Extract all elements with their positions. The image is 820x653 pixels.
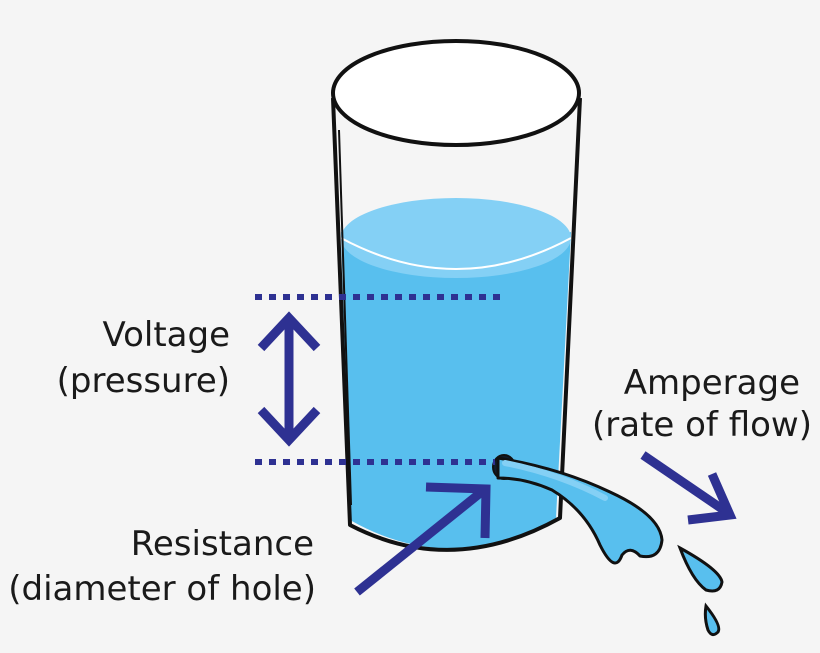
voltage-label: Voltage bbox=[102, 315, 230, 355]
voltage-double-arrow bbox=[257, 311, 321, 447]
resistance-label: Resistance bbox=[131, 524, 314, 564]
amperage-label: Amperage bbox=[624, 363, 800, 403]
water-surface bbox=[341, 198, 571, 278]
water-drop-1 bbox=[677, 544, 724, 593]
water-drop-2 bbox=[703, 602, 721, 637]
voltage-sub-label: (pressure) bbox=[57, 361, 230, 401]
water-body bbox=[341, 232, 571, 549]
glass-inner-left bbox=[338, 129, 352, 506]
water-surface-edge bbox=[340, 237, 572, 270]
stream-highlight bbox=[502, 460, 608, 501]
amperage-arrow bbox=[640, 451, 737, 525]
amperage-sub-label: (rate of flow) bbox=[592, 405, 812, 445]
glass-outline bbox=[331, 97, 582, 552]
glass-rim bbox=[331, 39, 581, 147]
water-stream bbox=[496, 456, 664, 565]
resistance-arrow bbox=[354, 482, 491, 596]
resistance-sub-label: (diameter of hole) bbox=[8, 569, 316, 609]
